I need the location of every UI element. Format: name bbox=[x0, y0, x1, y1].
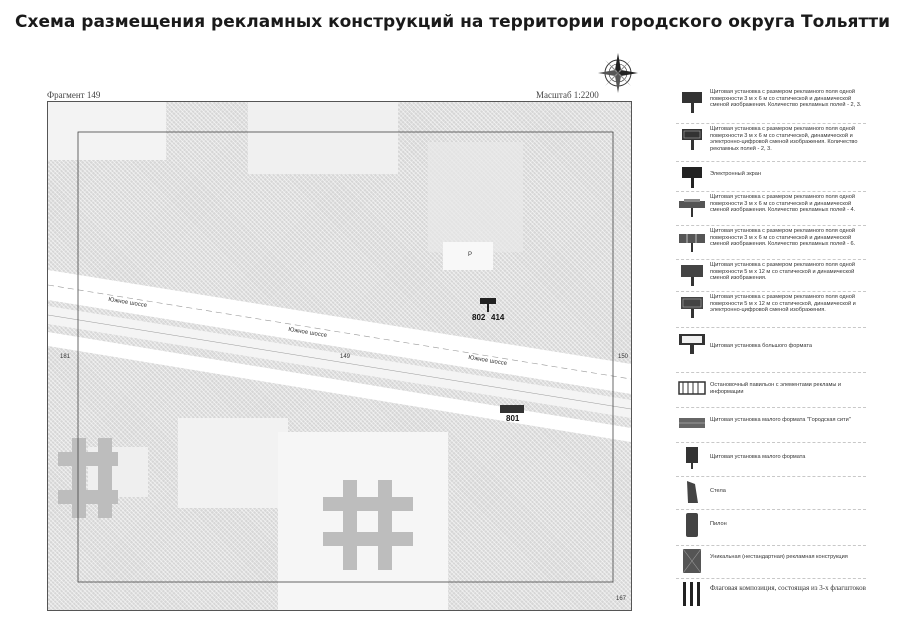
legend-item: Щитовая установка большого формата bbox=[676, 327, 866, 373]
billboard-number[interactable]: 801 bbox=[506, 414, 520, 423]
small-format-city-board-icon bbox=[679, 418, 705, 428]
legend-item: Остановочный павильон с элементами рекла… bbox=[676, 372, 866, 408]
legend-item: Щитовая установка малого формата "Городс… bbox=[676, 407, 866, 443]
legend-item: Флаговая композиция, состоящая из 3-х фл… bbox=[676, 578, 866, 610]
legend-item: Уникальная (нестандартная) рекламная кон… bbox=[676, 545, 866, 579]
small-format-billboard-icon bbox=[686, 447, 698, 469]
legend-item: Щитовая установка с размером рекламного … bbox=[676, 86, 866, 124]
compass-rose-icon bbox=[598, 53, 638, 93]
neighbor-fragment-bottom-right: 167 bbox=[616, 596, 627, 602]
billboard-3x6-icon bbox=[682, 92, 702, 113]
neighbor-fragment-left: 181 bbox=[60, 354, 71, 360]
fragment-label: Фрагмент 149 bbox=[47, 90, 101, 100]
legend-item: Пилон bbox=[676, 509, 866, 546]
page-title: Схема размещения рекламных конструкций н… bbox=[15, 12, 890, 32]
legend-item: Щитовая установка с размером рекламного … bbox=[676, 191, 866, 226]
billboard-icon[interactable] bbox=[500, 405, 524, 415]
fragment-number: 149 bbox=[340, 354, 351, 360]
billboard-icon[interactable] bbox=[478, 298, 498, 312]
legend-item: Щитовая установка с размером рекламного … bbox=[676, 123, 866, 162]
billboard-6-fields-icon bbox=[679, 234, 705, 252]
unique-structure-icon bbox=[682, 549, 702, 573]
large-format-billboard-icon bbox=[679, 334, 705, 354]
legend-item: Щитовая установка с размером рекламного … bbox=[676, 291, 866, 328]
scale-label: Масштаб 1:2200 bbox=[536, 90, 599, 100]
neighbor-fragment-right: 150 bbox=[618, 354, 629, 360]
billboard-number[interactable]: 414 bbox=[491, 313, 505, 322]
billboard-5x12-digital-icon bbox=[681, 297, 703, 318]
legend-item: Стела bbox=[676, 476, 866, 510]
legend-item: Щитовая установка с размером рекламного … bbox=[676, 259, 866, 292]
legend-item: Щитовая установка с размером рекламного … bbox=[676, 225, 866, 260]
billboard-5x12-icon bbox=[681, 265, 703, 286]
map-fragment[interactable]: 181 149 150 167 Р Южное шоссе Южное шосс… bbox=[47, 101, 632, 611]
map-label-parking: Р bbox=[468, 252, 473, 258]
stela-icon bbox=[687, 481, 698, 503]
bus-stop-pavilion-icon bbox=[678, 381, 706, 395]
electronic-screen-icon bbox=[682, 167, 702, 188]
flag-composition-icon bbox=[683, 582, 700, 606]
pylon-icon bbox=[686, 513, 698, 537]
legend-item: Электронный экран bbox=[676, 161, 866, 192]
billboard-3x6-digital-icon bbox=[682, 129, 702, 150]
billboard-4-fields-icon bbox=[679, 199, 705, 217]
legend-item: Щитовая установка малого формата bbox=[676, 442, 866, 477]
map-drawing bbox=[48, 102, 631, 610]
billboard-number[interactable]: 802 bbox=[472, 313, 486, 322]
